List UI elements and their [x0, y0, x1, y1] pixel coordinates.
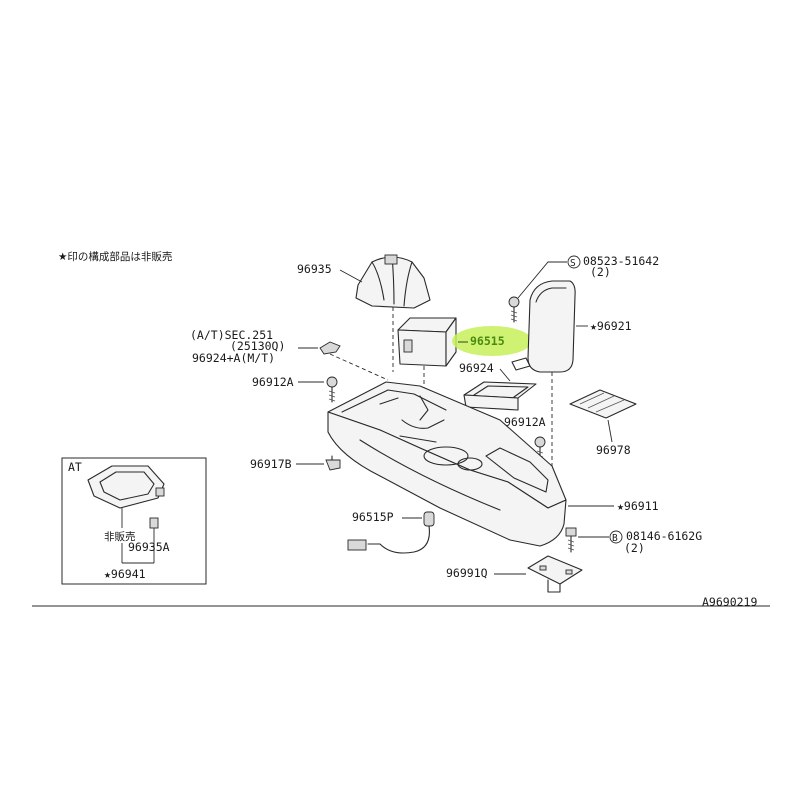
- not-for-sale-note: ★印の構成部品は非販売: [58, 250, 172, 263]
- bolt-part: [565, 527, 577, 553]
- label-96515P: 96515P: [352, 510, 394, 524]
- label-96911: ★96911: [617, 499, 659, 513]
- harness-part: [347, 511, 435, 554]
- clip-part: [319, 341, 389, 381]
- label-96924: 96924: [459, 361, 494, 375]
- label-bolt-part: 08146-6162G: [626, 529, 702, 543]
- label-screw-qty: (2): [590, 265, 611, 279]
- tray-part: [463, 381, 537, 411]
- at-inset: AT 非販売 96935A ★96941: [61, 457, 207, 585]
- label-96912A-right: 96912A: [504, 415, 546, 429]
- panel-96978-part: [569, 389, 637, 419]
- console-lid-part: [511, 280, 576, 480]
- shift-boot-part: [355, 254, 431, 372]
- inset-not-for-sale: 非販売: [104, 530, 136, 543]
- inset-label-96935A: 96935A: [128, 540, 170, 554]
- label-96917B: 96917B: [250, 457, 292, 471]
- label-96921: ★96921: [590, 319, 632, 333]
- bracket-96917b-part: [325, 455, 341, 471]
- label-96935: 96935: [297, 262, 332, 276]
- fastener-left-part: [326, 376, 338, 403]
- label-at-sec-code: (25130Q): [230, 339, 285, 353]
- screw-part: [508, 296, 520, 323]
- drawing-number: A9690219: [702, 595, 757, 609]
- pocket-box-part: [397, 317, 457, 418]
- label-96515: 96515: [470, 334, 505, 348]
- svg-text:S: S: [570, 258, 576, 269]
- screw-symbol: S: [567, 255, 581, 269]
- label-bolt-qty: (2): [624, 541, 645, 555]
- bolt-symbol: B: [609, 530, 623, 544]
- label-96978: 96978: [596, 443, 631, 457]
- label-96924A-mt: 96924+A(M/T): [192, 351, 275, 365]
- label-at-sec: (A/T)SEC.251: [190, 328, 273, 342]
- label-96912A-left: 96912A: [252, 375, 294, 389]
- label-96991Q: 96991Q: [446, 566, 488, 580]
- inset-label-96941: ★96941: [104, 567, 146, 581]
- inset-title: AT: [68, 460, 82, 474]
- label-screw-part: 08523-51642: [583, 254, 659, 268]
- bracket-96991q-part: [527, 555, 583, 593]
- highlight-96515: [452, 326, 532, 356]
- center-console-body: [327, 381, 567, 547]
- svg-text:B: B: [612, 533, 618, 544]
